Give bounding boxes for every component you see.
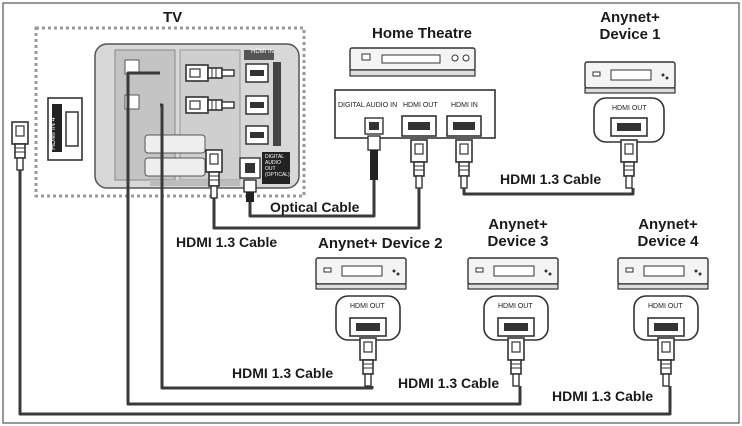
hdmi-cable-tv-ht-label: HDMI 1.3 Cable bbox=[176, 234, 278, 250]
cable-tv-device3 bbox=[126, 71, 522, 406]
hdmi-cable-ht-device1-label: HDMI 1.3 Cable bbox=[500, 171, 602, 187]
device-3-port-label: HDMI OUT bbox=[498, 303, 533, 310]
ht-port-hdmi-out: HDMI OUT bbox=[403, 102, 438, 109]
optical-plug-tv bbox=[243, 179, 257, 202]
device-2-unit bbox=[315, 257, 407, 341]
home-theatre-label: Home Theatre bbox=[372, 25, 473, 42]
cable-optical bbox=[248, 180, 376, 218]
device-4-unit bbox=[617, 257, 709, 341]
device-3-label-line1: Anynet+ bbox=[488, 216, 548, 233]
device-1-label-line1: Anynet+ bbox=[600, 9, 660, 26]
tv-hdmi-in-4-port bbox=[47, 97, 83, 161]
hdmi-cable-device2-label: HDMI 1.3 Cable bbox=[232, 365, 334, 381]
device-1-port-label: HDMI OUT bbox=[612, 105, 647, 112]
cable-tv-ht bbox=[212, 188, 421, 230]
tv-hdmi-in-label: HDMI IN bbox=[251, 49, 274, 55]
tv-enclosure bbox=[34, 26, 306, 198]
tv-optical-port-label: DIGITAL AUDIO OUT (OPTICAL) bbox=[265, 154, 290, 178]
device-4-label: Anynet+ Device 4 bbox=[628, 216, 708, 250]
device-3-label-line2: Device 3 bbox=[487, 233, 549, 250]
device-3-label: Anynet+ Device 3 bbox=[478, 216, 558, 250]
hdmi-cable-device3-label: HDMI 1.3 Cable bbox=[398, 375, 500, 391]
device-1-label-line2: Device 1 bbox=[599, 26, 661, 43]
hdmi-cable-device4-label: HDMI 1.3 Cable bbox=[552, 388, 654, 404]
tv-label: TV bbox=[163, 9, 183, 26]
cable-tv-device4 bbox=[18, 170, 672, 416]
cable-tv-device2 bbox=[160, 103, 374, 390]
tv-rear-panel bbox=[94, 43, 300, 189]
device-4-label-line2: Device 4 bbox=[637, 233, 699, 250]
device-3-unit bbox=[467, 257, 559, 341]
device-1-label: Anynet+ Device 1 bbox=[590, 9, 670, 43]
optical-cable-label: Optical Cable bbox=[270, 199, 360, 215]
device-4-label-line1: Anynet+ bbox=[638, 216, 698, 233]
home-theatre-unit bbox=[334, 47, 496, 139]
ht-port-hdmi-in: HDMI IN bbox=[451, 102, 478, 109]
cable-ht-device1 bbox=[462, 188, 635, 196]
tv-hdmi-in-4-label: HDMI IN 4 bbox=[50, 117, 57, 150]
device-1-unit bbox=[584, 61, 676, 143]
device-2-label: Anynet+ Device 2 bbox=[318, 235, 443, 252]
optical-plug-ht bbox=[367, 135, 381, 180]
ht-port-digital-audio-in: DIGITAL AUDIO IN bbox=[338, 102, 398, 109]
device-2-port-label: HDMI OUT bbox=[350, 303, 385, 310]
device-4-port-label: HDMI OUT bbox=[648, 303, 683, 310]
cables bbox=[18, 71, 672, 416]
